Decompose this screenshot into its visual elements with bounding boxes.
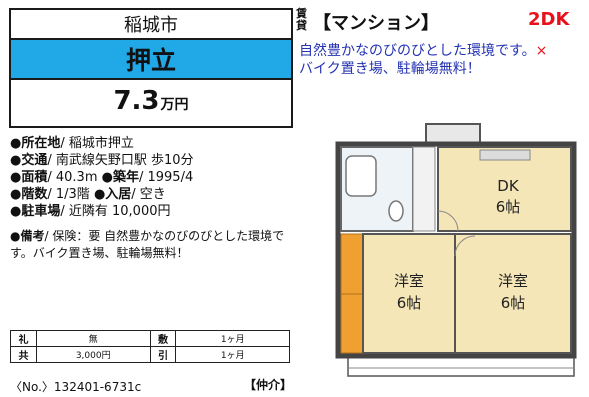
transport-value: / 南武線矢野口駅 歩10分 <box>47 153 194 168</box>
address-line: ●所在地/ 稲城市押立 <box>10 135 295 152</box>
property-details: ●所在地/ 稲城市押立 ●交通/ 南武線矢野口駅 歩10分 ●面積/ 40.3m… <box>10 135 295 220</box>
floor-value: / 1/3階 <box>47 187 90 202</box>
balcony <box>347 355 575 377</box>
deposit-value: 1ヶ月 <box>175 330 290 347</box>
room-1 <box>362 233 456 354</box>
bathtub-icon <box>345 155 377 197</box>
area-value: / 40.3m <box>47 170 98 185</box>
city-name: 稲城市 <box>11 10 291 40</box>
remarks: ●備考/ 保険：要 自然豊かなのびのびとした環境です。バイク置き場、駐輪場無料！ <box>10 228 293 262</box>
description-line-2: バイク置き場、駐輪場無料！ <box>299 61 481 77</box>
room-2-size: 6帖 <box>501 294 526 312</box>
description-line-1: 自然豊かなのびのびとした環境です。× <box>299 43 548 59</box>
area-label: 面積 <box>21 170 48 185</box>
fees-table: 礼 無 敷 1ヶ月 共 3,000円 引 1ヶ月 <box>10 330 290 363</box>
room-2 <box>454 233 572 354</box>
chintai-label: 賃貸 <box>296 7 307 32</box>
common-fee-label: 共 <box>10 346 37 363</box>
floor-plan: DK 6帖 洋室 6帖 洋室 6帖 <box>335 123 577 377</box>
deposit-label: 敷 <box>149 330 177 347</box>
address-label: 所在地 <box>21 136 61 151</box>
door-arc-icon <box>454 235 476 257</box>
movein-value: / 空き <box>131 187 166 202</box>
toilet-icon <box>388 200 404 222</box>
transport-line: ●交通/ 南武線矢野口駅 歩10分 <box>10 152 295 169</box>
dk-size: 6帖 <box>496 198 521 216</box>
rent-unit: 万円 <box>160 97 189 113</box>
key-money-label: 礼 <box>10 330 37 347</box>
built-value: / 1995/4 <box>138 170 194 185</box>
bullet-icon: ● <box>10 153 22 168</box>
summary-box: 稲城市 押立 7.3 万円 <box>9 8 293 128</box>
remarks-value: / 保険：要 自然豊かなのびのびとした環境です。バイク置き場、駐輪場無料！ <box>10 229 285 260</box>
parking-line: ●駐車場/ 近隣有 10,000円 <box>10 203 295 220</box>
bullet-icon: ● <box>10 204 22 219</box>
parking-value: / 近隣有 10,000円 <box>60 204 171 219</box>
floor-label: 階数 <box>21 187 48 202</box>
common-fee-value: 3,000円 <box>35 346 151 363</box>
room-1-size: 6帖 <box>397 294 422 312</box>
key-money-value: 無 <box>35 330 151 347</box>
floor-movein-line: ●階数/ 1/3階 ●入居/ 空き <box>10 186 295 203</box>
table-row: 礼 無 敷 1ヶ月 <box>10 330 290 347</box>
close-icon: × <box>535 43 548 59</box>
broker-type: 【仲介】 <box>244 378 293 392</box>
town-name: 押立 <box>11 40 291 80</box>
bullet-icon: ● <box>101 170 113 185</box>
layout-type: 2DK <box>528 9 570 30</box>
hallway <box>412 146 436 232</box>
bullet-icon: ● <box>93 187 106 202</box>
table-row: 共 3,000円 引 1ヶ月 <box>10 346 290 363</box>
door-arc-icon <box>437 210 459 232</box>
built-label: 築年 <box>112 170 139 185</box>
pullback-value: 1ヶ月 <box>175 346 290 363</box>
dk-room <box>437 146 572 232</box>
pullback-label: 引 <box>149 346 177 363</box>
rent: 7.3 万円 <box>11 80 291 126</box>
transport-label: 交通 <box>21 153 48 168</box>
rent-value: 7.3 <box>113 86 160 116</box>
property-type: 【マンション】 <box>313 13 439 34</box>
parking-label: 駐車場 <box>21 204 61 219</box>
bullet-icon: ● <box>10 229 21 243</box>
movein-label: 入居 <box>105 187 132 202</box>
bullet-icon: ● <box>10 170 22 185</box>
description: 自然豊かなのびのびとした環境です。× バイク置き場、駐輪場無料！ <box>299 42 547 78</box>
kitchen-counter-icon <box>479 149 531 161</box>
bullet-icon: ● <box>10 187 22 202</box>
bullet-icon: ● <box>10 136 22 151</box>
address-value: / 稲城市押立 <box>60 136 134 151</box>
remarks-label: 備考 <box>20 229 45 243</box>
dk-label: DK <box>497 177 520 195</box>
room-2-label: 洋室 <box>498 272 528 290</box>
reference-number: 〈No.〉132401-6731c <box>10 380 142 394</box>
room-1-label: 洋室 <box>394 272 424 290</box>
area-built-line: ●面積/ 40.3m ●築年/ 1995/4 <box>10 169 295 186</box>
